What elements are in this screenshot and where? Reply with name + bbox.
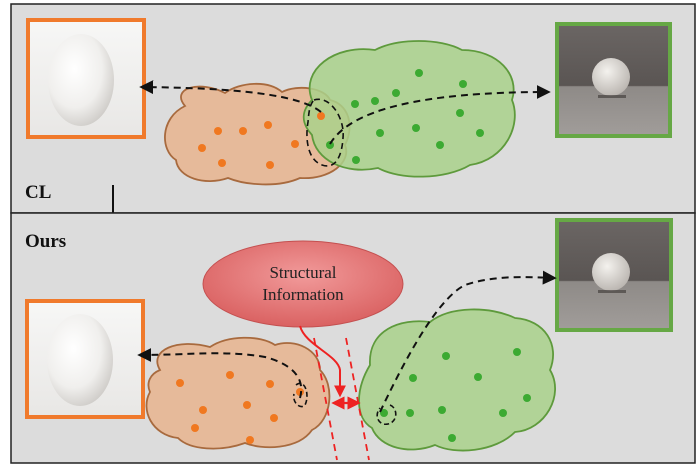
top-left-egg-image bbox=[26, 18, 146, 139]
bottom-orange-anchor-boundary bbox=[292, 382, 308, 408]
callout-line-2: Information bbox=[262, 285, 344, 304]
bottom-arrow-to-left-image bbox=[137, 347, 303, 399]
top-arrow-to-right-image bbox=[329, 85, 551, 145]
top-panel-label: CL bbox=[25, 182, 51, 203]
bottom-green-cluster bbox=[358, 308, 556, 452]
callout-connector bbox=[299, 325, 346, 398]
bottom-green-points bbox=[380, 348, 531, 442]
bottom-left-egg-image bbox=[25, 299, 145, 419]
bottom-right-egg-image bbox=[555, 218, 673, 332]
top-overlap-boundary bbox=[306, 98, 344, 167]
structural-information-callout: Structural Information bbox=[202, 240, 404, 328]
top-green-cluster bbox=[302, 40, 516, 178]
bottom-orange-points bbox=[176, 371, 304, 444]
bottom-panel-label: Ours bbox=[25, 231, 66, 252]
callout-line-1: Structural bbox=[269, 263, 336, 282]
top-orange-points bbox=[198, 112, 325, 169]
margin-line-left bbox=[313, 337, 338, 461]
bottom-arrow-to-right-image bbox=[379, 270, 557, 413]
top-right-egg-image bbox=[555, 22, 672, 138]
bottom-green-anchor-boundary bbox=[376, 404, 397, 425]
top-arrow-to-left-image bbox=[139, 80, 322, 113]
top-green-points bbox=[326, 69, 484, 164]
bottom-orange-cluster bbox=[145, 336, 331, 450]
